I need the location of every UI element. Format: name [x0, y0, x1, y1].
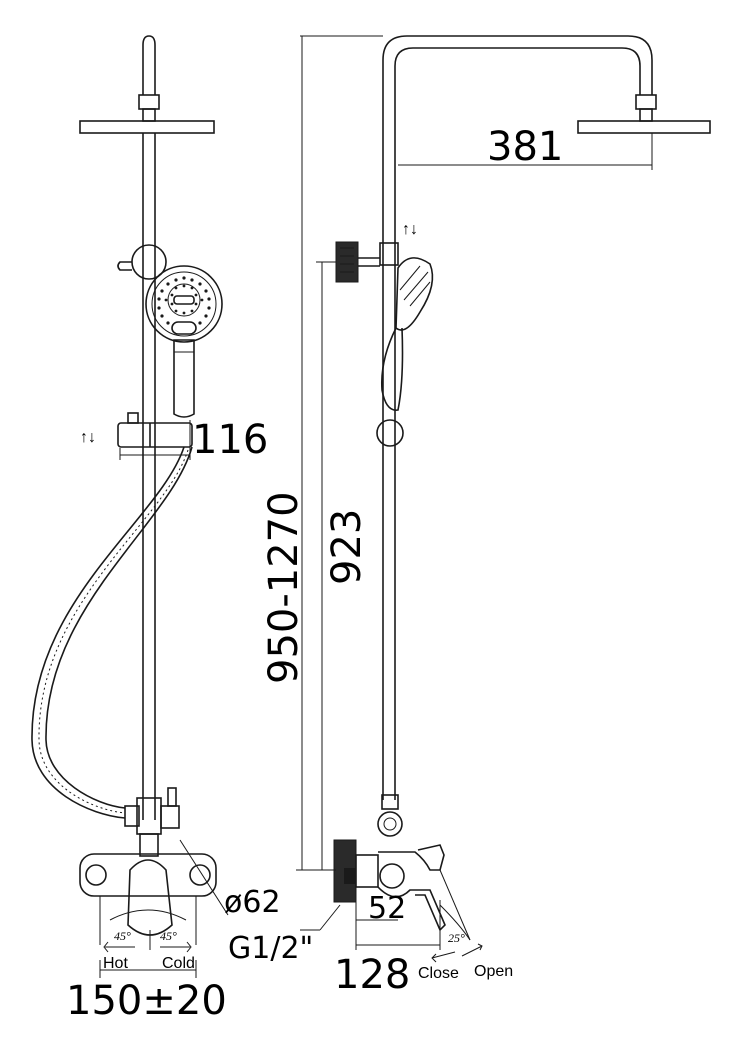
label-angle-right: 45°	[160, 929, 177, 943]
label-hot: Hot	[103, 955, 128, 972]
side-slide-bracket	[379, 242, 399, 266]
dim-381: 381	[487, 124, 563, 170]
front-mixer	[79, 853, 217, 945]
label-close: Close	[418, 965, 459, 982]
label-angle-left: 45°	[114, 929, 131, 943]
front-hose-outer	[31, 446, 185, 819]
dim-52: 52	[368, 891, 406, 926]
front-slide-holder	[117, 412, 193, 460]
slide-arrows-left: ↑↓	[80, 429, 96, 446]
side-lower-fitting	[381, 794, 399, 810]
front-rain-head	[79, 120, 215, 134]
side-head-nut	[635, 94, 657, 110]
dim-150: 150±20	[66, 978, 227, 1024]
slide-arrows-right: ↑↓	[402, 221, 418, 238]
dim-total: 950-1270	[261, 491, 307, 684]
front-arm-top	[142, 35, 156, 95]
label-open: Open	[474, 963, 513, 980]
side-arm-inner	[394, 47, 641, 800]
dim-923: 923	[324, 509, 370, 585]
front-diverter	[124, 787, 180, 857]
dim-116: 116	[192, 417, 268, 463]
front-view	[31, 35, 229, 978]
front-hand-shower	[145, 265, 223, 418]
front-head-nut	[138, 94, 160, 110]
dim-escutcheon: ø62	[224, 885, 281, 920]
side-mixer	[333, 839, 446, 932]
side-arm-outer	[382, 35, 653, 800]
label-cold: Cold	[162, 955, 195, 972]
label-lever-angle: 25°	[448, 931, 465, 945]
side-hand-shower	[395, 257, 434, 331]
front-hose-inner	[45, 446, 193, 809]
side-slide-ball	[376, 419, 404, 447]
dim-inlet-thread: G1/2"	[228, 931, 313, 966]
side-view	[296, 35, 711, 963]
front-head-neck	[142, 108, 156, 122]
side-rain-head	[577, 120, 711, 134]
dim-128: 128	[334, 952, 410, 998]
